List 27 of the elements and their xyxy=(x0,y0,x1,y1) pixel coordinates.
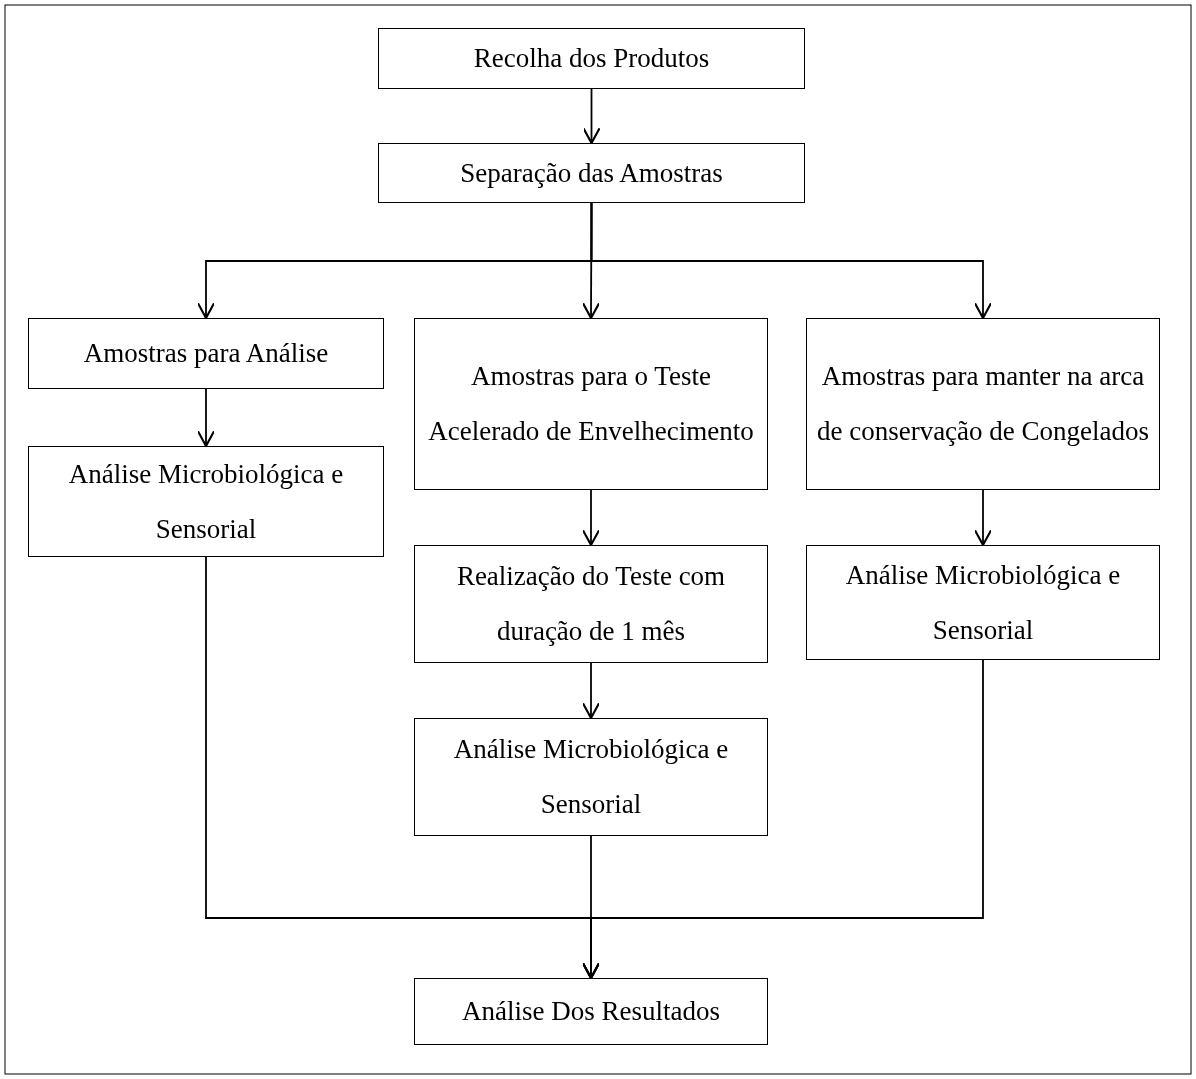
box-label: Análise Microbiológica e Sensorial xyxy=(67,457,345,546)
box-label: Recolha dos Produtos xyxy=(473,42,710,75)
box-label: Realização do Teste com duração de 1 mês xyxy=(455,560,727,648)
box-label: Análise Dos Resultados xyxy=(462,995,720,1028)
process-box xyxy=(378,28,805,89)
arrow xyxy=(581,489,601,547)
box-label: Análise Microbiológica e Sensorial xyxy=(844,558,1122,647)
box-label: Amostras para o Teste Acelerado de Envelhecimento xyxy=(427,360,755,448)
process-box xyxy=(806,545,1160,660)
arrow xyxy=(581,662,601,720)
arrow xyxy=(581,659,984,980)
box-label: Separação das Amostras xyxy=(460,156,723,190)
arrow xyxy=(196,388,216,448)
arrow xyxy=(582,88,601,145)
process-box xyxy=(806,318,1160,490)
process-box xyxy=(28,446,384,557)
box-label: Amostras para manter na arca de conservação de Congelados xyxy=(815,360,1151,448)
process-box xyxy=(414,318,768,490)
arrow xyxy=(973,489,993,547)
process-box xyxy=(414,978,768,1045)
box-label: Análise Microbiológica e Sensorial xyxy=(452,733,730,821)
arrow xyxy=(590,202,993,320)
process-box xyxy=(414,718,768,836)
box-label: Amostras para Análise xyxy=(83,337,329,370)
process-box xyxy=(378,143,805,203)
process-box xyxy=(28,318,384,389)
process-box xyxy=(414,545,768,663)
